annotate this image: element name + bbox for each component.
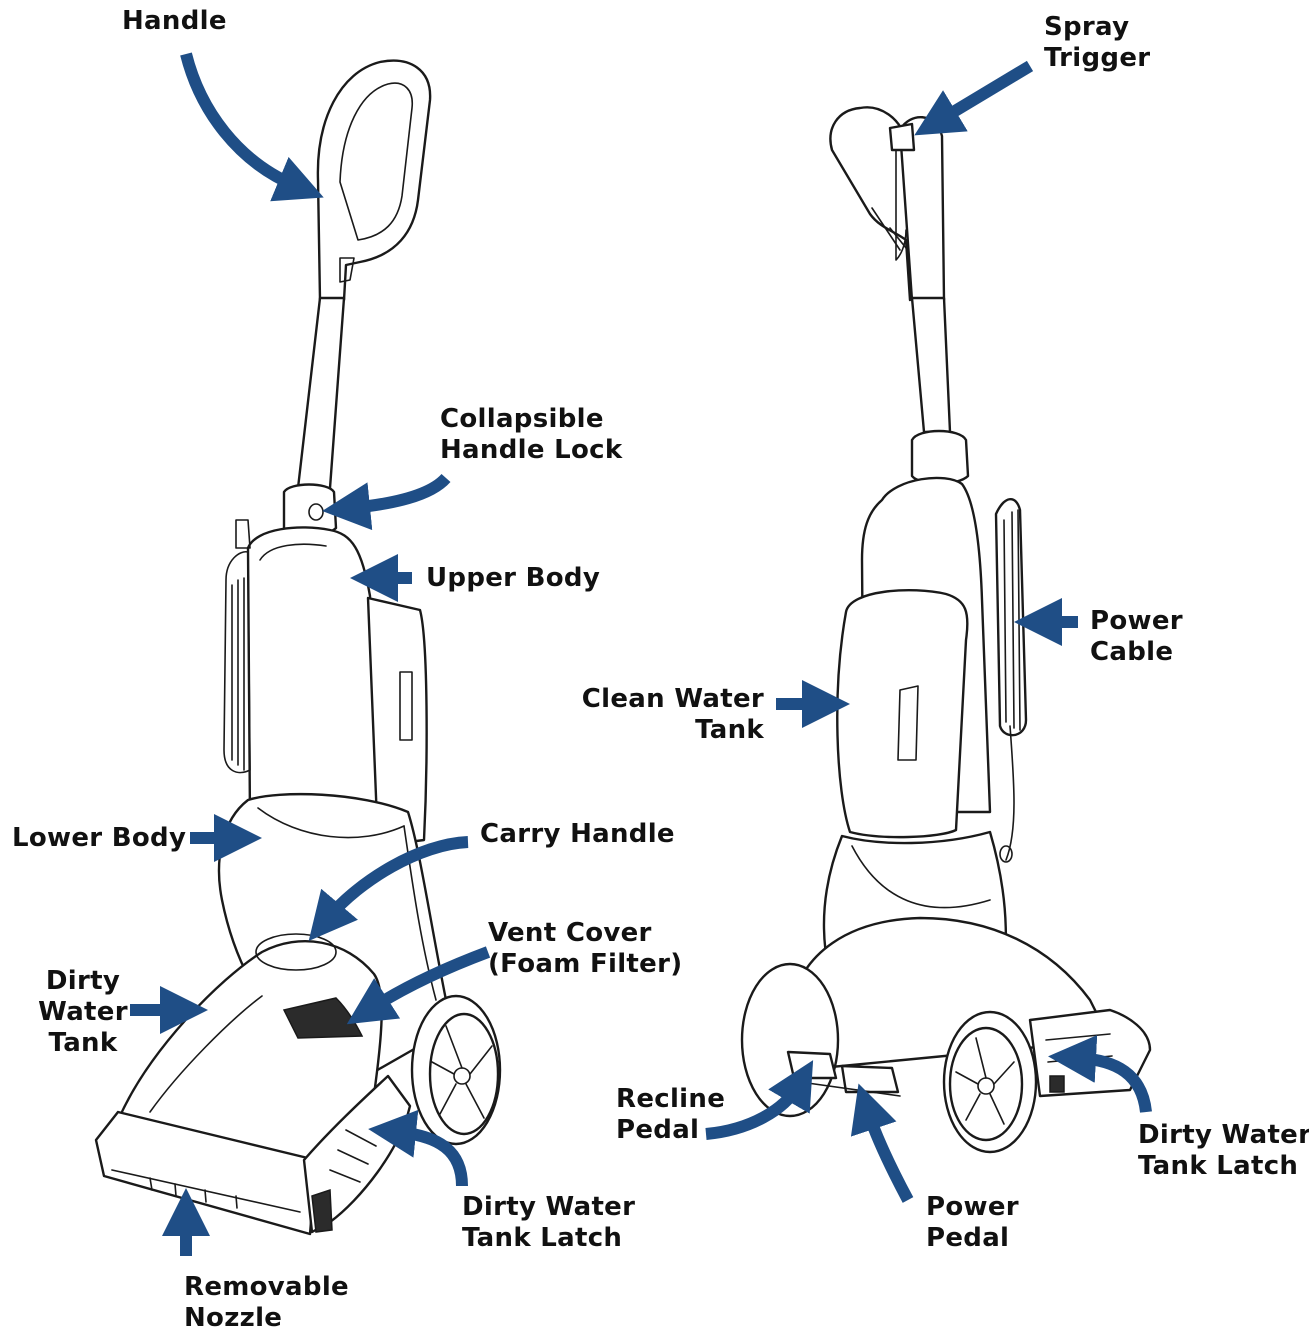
label-upper-body: Upper Body xyxy=(426,563,601,593)
callout-arrows xyxy=(130,52,1152,1256)
label-power-pedal: Power Pedal xyxy=(926,1192,1019,1253)
label-dirty-water-tank-latch-right: Dirty Water Tank Latch xyxy=(1138,1120,1309,1181)
label-collapsible-handle-lock: Collapsible Handle Lock xyxy=(440,404,623,465)
arrow-carry-handle xyxy=(308,836,469,941)
arrow-power-pedal xyxy=(850,1083,914,1203)
label-clean-water-tank: Clean Water Tank xyxy=(581,684,764,745)
label-carry-handle: Carry Handle xyxy=(480,819,675,849)
label-lower-body: Lower Body xyxy=(12,823,187,853)
label-recline-pedal: Recline Pedal xyxy=(616,1084,726,1145)
label-vent-cover: Vent Cover (Foam Filter) xyxy=(488,918,683,979)
arrow-dirty-water-tank-latch-right xyxy=(1048,1034,1152,1113)
arrow-collapsible-handle-lock xyxy=(322,473,451,531)
arrow-handle xyxy=(180,52,324,202)
arrow-recline-pedal xyxy=(705,1060,814,1140)
right-machine-drawing xyxy=(740,106,1152,1154)
arrow-dirty-water-tank-latch-left xyxy=(368,1109,468,1187)
label-dirty-water-tank: Dirty Water Tank xyxy=(38,966,128,1058)
left-machine-drawing xyxy=(94,59,502,1236)
label-removable-nozzle: Removable Nozzle xyxy=(184,1272,349,1333)
arrow-vent-cover xyxy=(346,946,491,1025)
arrow-spray-trigger xyxy=(914,60,1034,136)
label-handle: Handle xyxy=(122,6,227,36)
label-spray-trigger: Spray Trigger xyxy=(1044,12,1151,73)
label-power-cable: Power Cable xyxy=(1090,606,1183,667)
label-dirty-water-tank-latch-left: Dirty Water Tank Latch xyxy=(462,1192,636,1253)
